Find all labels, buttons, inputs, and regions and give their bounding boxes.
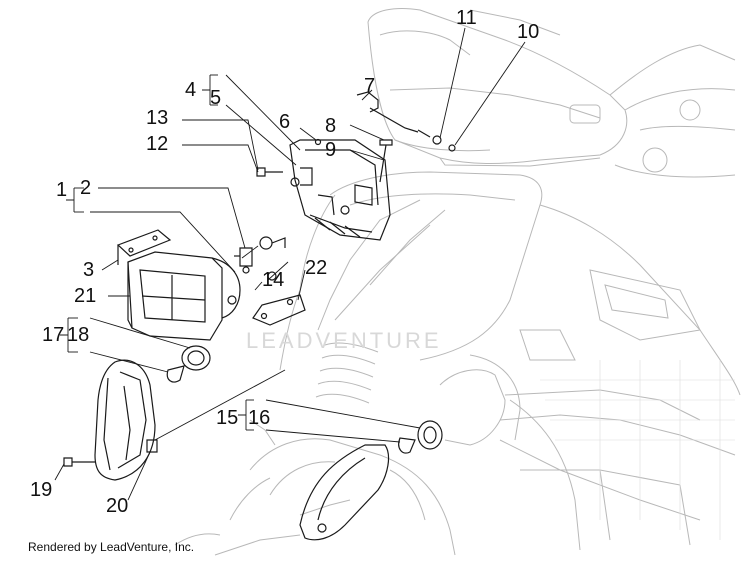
callout-4: 4 — [185, 79, 197, 101]
callout-21: 21 — [74, 285, 97, 307]
callout-1: 1 — [56, 179, 68, 201]
callout-15: 15 — [216, 407, 239, 429]
callout-12: 12 — [146, 133, 169, 155]
callout-19: 19 — [30, 479, 53, 501]
background-mesh — [540, 360, 735, 540]
callout-8: 8 — [325, 115, 337, 137]
callout-10: 10 — [517, 21, 540, 43]
callout-22: 22 — [305, 257, 328, 279]
parts-line-art — [63, 91, 456, 541]
callout-6: 6 — [279, 111, 291, 133]
callout-3: 3 — [83, 259, 95, 281]
callout-5: 5 — [210, 87, 222, 109]
watermark-text: LEADVENTURE — [246, 328, 442, 353]
callout-2: 2 — [80, 177, 92, 199]
leader-lines — [54, 27, 526, 501]
callout-7: 7 — [364, 75, 376, 97]
callout-16: 16 — [248, 407, 271, 429]
callout-13: 13 — [146, 107, 169, 129]
callout-18: 18 — [67, 324, 90, 346]
callout-20: 20 — [106, 495, 129, 517]
callout-17: 17 — [42, 324, 65, 346]
callout-9: 9 — [325, 139, 337, 161]
footer-credit: Rendered by LeadVenture, Inc. — [28, 540, 195, 554]
callout-11: 11 — [456, 7, 477, 29]
scooter-body-outline — [174, 8, 741, 556]
callout-14: 14 — [262, 269, 285, 291]
